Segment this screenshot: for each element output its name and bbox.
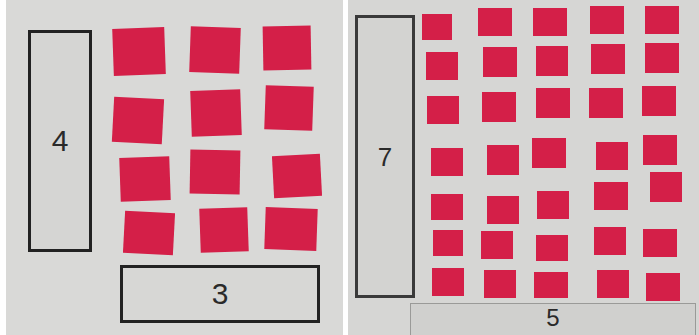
red-square: [536, 235, 568, 261]
red-square: [589, 88, 623, 118]
red-square: [264, 85, 314, 131]
panel-number: 5: [546, 306, 559, 330]
red-square: [119, 156, 171, 202]
red-square: [591, 44, 625, 74]
red-square: [112, 27, 166, 76]
red-square: [646, 273, 680, 301]
red-square: [645, 43, 679, 73]
panel-number: 3: [212, 279, 229, 309]
red-square: [590, 6, 624, 34]
red-square: [645, 6, 679, 34]
red-square: [432, 268, 464, 296]
red-square: [482, 92, 516, 122]
red-square: [190, 150, 241, 195]
red-square: [426, 52, 458, 80]
label-box: 7: [355, 15, 415, 298]
right-squares: [422, 6, 682, 301]
red-square: [532, 138, 566, 168]
red-square: [487, 145, 519, 175]
red-square: [272, 154, 322, 198]
red-square: [422, 14, 452, 40]
red-square: [536, 46, 568, 76]
red-square: [643, 229, 677, 257]
label-box: 3: [120, 265, 320, 323]
red-square: [643, 135, 677, 165]
red-square: [650, 172, 682, 202]
red-square: [264, 207, 317, 251]
red-square: [433, 230, 463, 256]
panel-number: 7: [378, 144, 392, 170]
red-square: [431, 148, 463, 176]
red-square: [123, 211, 175, 256]
red-square: [478, 8, 512, 36]
red-square: [596, 142, 628, 170]
red-square: [431, 194, 463, 220]
label-box: 5: [410, 303, 696, 335]
panel-number: 4: [52, 126, 69, 156]
red-square: [537, 191, 569, 219]
right-panel: [348, 0, 699, 335]
left-panel: [6, 0, 343, 335]
red-square: [536, 88, 570, 118]
red-square: [481, 231, 513, 259]
red-square: [487, 196, 519, 224]
label-box: 4: [28, 30, 92, 252]
red-square: [594, 227, 626, 255]
red-square: [533, 8, 567, 36]
red-square: [597, 270, 629, 298]
red-square: [189, 26, 241, 74]
red-square: [190, 89, 242, 137]
red-square: [484, 270, 516, 298]
red-square: [112, 97, 164, 145]
red-square: [427, 96, 459, 124]
red-square: [534, 272, 568, 298]
red-square: [642, 86, 676, 116]
red-square: [263, 26, 312, 71]
red-square: [594, 182, 628, 210]
red-square: [199, 207, 249, 253]
left-squares: [112, 26, 322, 256]
red-square: [483, 47, 517, 77]
